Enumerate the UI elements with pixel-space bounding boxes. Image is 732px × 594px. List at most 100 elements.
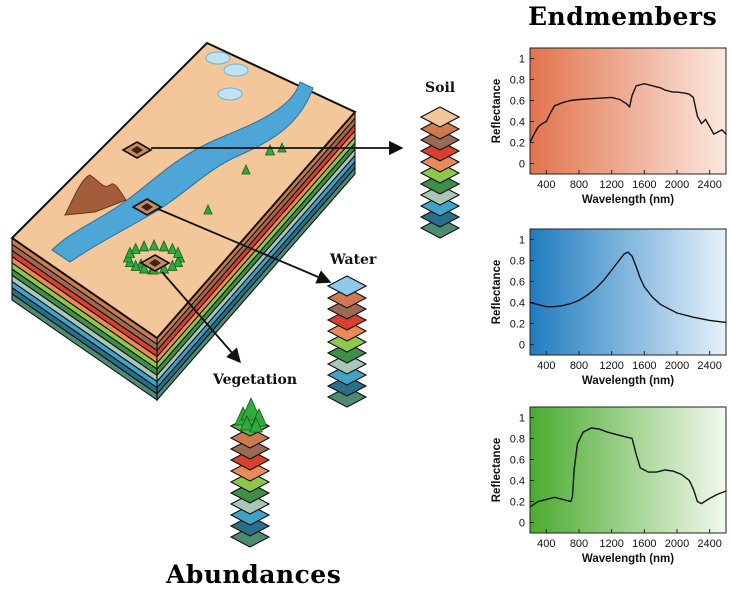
stack-layer	[326, 353, 368, 375]
x-axis-label: Wavelength (nm)	[582, 553, 674, 565]
y-axis-label: Reflectance	[491, 260, 503, 325]
tree-icon	[138, 262, 150, 274]
y-tick-label: 0.8	[510, 434, 525, 446]
stack-layer	[326, 364, 368, 386]
x-tick-label: 800	[570, 179, 588, 191]
stack-layer	[326, 298, 368, 320]
x-tick-label: 2400	[697, 360, 721, 372]
stack-layer	[326, 331, 368, 353]
y-tick-label: 1	[519, 235, 525, 247]
stack-layer	[229, 526, 271, 548]
stack-layer	[419, 206, 461, 228]
stack-layer	[229, 438, 271, 460]
y-tick-label: 0	[519, 159, 525, 171]
y-tick-label: 1	[519, 54, 525, 66]
tree-icon	[240, 415, 254, 431]
plot-area	[529, 406, 727, 534]
stack-layer	[419, 151, 461, 173]
sample-pixel-hole	[141, 203, 153, 211]
y-tick-label: 0.4	[510, 117, 525, 129]
tree-icon	[158, 239, 170, 252]
x-tick-label: 1600	[632, 538, 656, 550]
stack-layer	[326, 320, 368, 342]
vegetation-abundance-stack	[229, 397, 271, 548]
stack-layer	[419, 217, 461, 239]
x-tick-label: 1200	[599, 179, 623, 191]
y-tick-label: 0	[519, 340, 525, 352]
y-tick-label: 0.4	[510, 298, 525, 310]
hyperspectral-cube	[10, 41, 357, 402]
water-label: Water	[330, 252, 377, 268]
plot-area	[529, 47, 727, 175]
cloud	[223, 63, 249, 77]
x-tick-label: 1600	[632, 360, 656, 372]
abundances-title: Abundances	[166, 560, 342, 589]
water-abundance-stack	[326, 275, 368, 408]
water-spectrum-line	[529, 251, 727, 324]
cloud	[205, 51, 231, 65]
x-axis-label: Wavelength (nm)	[582, 194, 674, 206]
tree-icon	[167, 242, 178, 254]
stack-layer	[419, 162, 461, 184]
stack-top	[419, 106, 461, 128]
y-tick-label: 0.2	[510, 319, 525, 331]
stack-layer	[229, 460, 271, 482]
stack-layer	[229, 427, 271, 449]
stack-layer	[326, 309, 368, 331]
tree-icon	[167, 259, 178, 271]
river	[51, 81, 314, 263]
x-tick-label: 400	[537, 179, 555, 191]
y-tick-label: 1	[519, 413, 525, 425]
endmembers-title: Endmembers	[528, 2, 718, 31]
soil-spectrum-line	[529, 82, 727, 143]
stack-top	[326, 275, 368, 297]
vegetation-spectrum-line	[529, 427, 727, 508]
tree-icon	[203, 204, 213, 215]
tree-icon	[264, 144, 276, 156]
soil-label: Soil	[425, 80, 456, 96]
vegetation-label: Vegetation	[213, 372, 298, 388]
plot-area	[529, 228, 727, 356]
soil-abundance-stack	[419, 106, 461, 239]
x-tick-label: 400	[537, 360, 555, 372]
mountains	[64, 174, 127, 216]
stack-layer	[229, 449, 271, 471]
y-tick-label: 0.2	[510, 497, 525, 509]
tree-icon	[240, 397, 262, 421]
stack-layer	[419, 140, 461, 162]
y-tick-label: 0.8	[510, 75, 525, 87]
x-axis-label: Wavelength (nm)	[582, 375, 674, 387]
y-tick-label: 0.8	[510, 256, 525, 268]
tree-icon	[138, 239, 150, 252]
stack-layer	[229, 504, 271, 526]
arrow	[157, 208, 332, 284]
x-tick-label: 2000	[665, 179, 689, 191]
x-tick-label: 1200	[599, 360, 623, 372]
sample-pixel-hole	[131, 146, 143, 154]
stack-layer	[326, 342, 368, 364]
pointer-arrows	[151, 140, 404, 364]
stack-layer	[419, 195, 461, 217]
y-tick-label: 0.6	[510, 277, 525, 289]
stack-layer	[326, 287, 368, 309]
tree-icon	[172, 255, 184, 267]
stack-layer	[229, 471, 271, 493]
arrow	[161, 271, 241, 364]
y-tick-label: 0.6	[510, 455, 525, 467]
stack-layer	[419, 173, 461, 195]
y-tick-label: 0.6	[510, 96, 525, 108]
stack-layer	[229, 482, 271, 504]
x-tick-label: 800	[570, 538, 588, 550]
stack-layer	[419, 184, 461, 206]
x-tick-label: 800	[570, 360, 588, 372]
y-tick-label: 0.4	[510, 476, 525, 488]
x-tick-label: 1600	[632, 179, 656, 191]
tree-icon	[130, 242, 141, 254]
x-tick-label: 1200	[599, 538, 623, 550]
x-tick-label: 2400	[697, 538, 721, 550]
abundance-stacks	[229, 106, 461, 548]
